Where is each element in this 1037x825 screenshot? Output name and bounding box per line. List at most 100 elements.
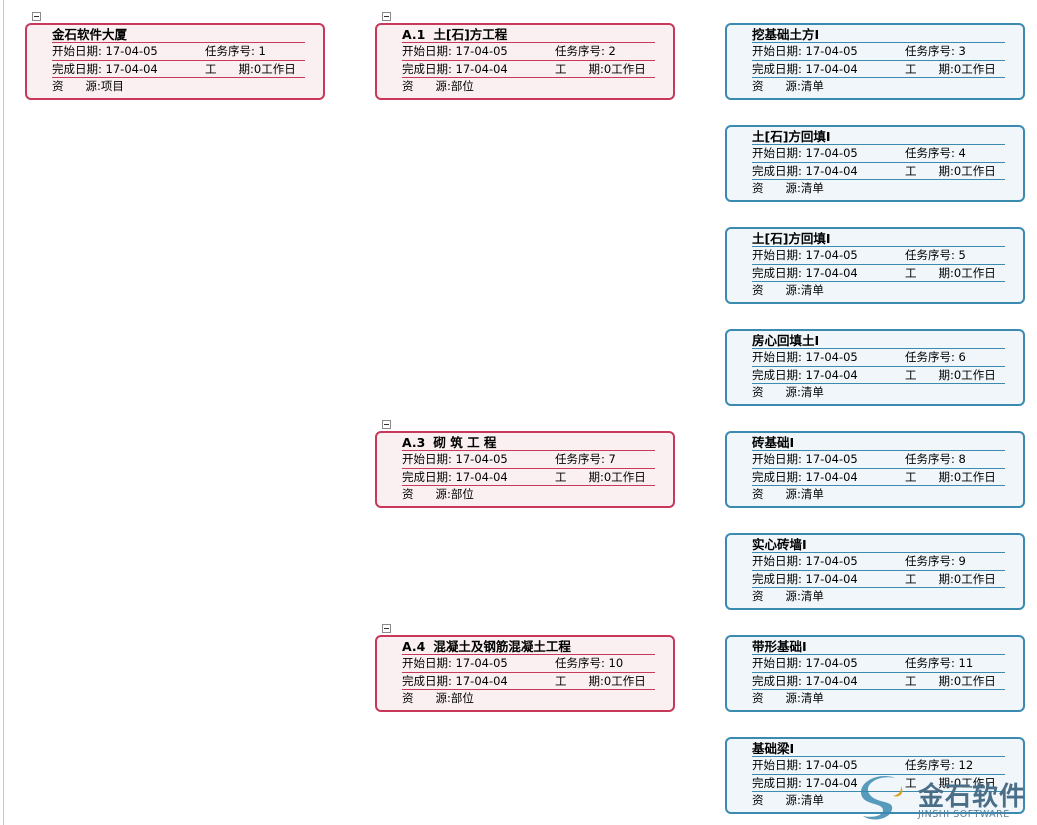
collapse-toggle-icon[interactable]: [382, 12, 391, 21]
node-title: 土[石]方回填I: [752, 230, 831, 247]
start-date: 开始日期: 17-04-05: [402, 656, 508, 670]
node-title: A.1 土[石]方工程: [402, 26, 507, 43]
node-title: A.3 砌 筑 工 程: [402, 434, 496, 451]
collapse-toggle-icon[interactable]: [32, 12, 41, 21]
node-row-resource: 资源:清单: [752, 588, 1005, 604]
node-title: 带形基础I: [752, 638, 807, 655]
task-node-summary[interactable]: 金石软件大厦开始日期: 17-04-05 任务序号: 1 完成日期: 17-04-0…: [25, 23, 325, 100]
task-number: 任务序号: 3: [905, 44, 966, 58]
task-node-summary[interactable]: A.4 混凝土及钢筋混凝土工程开始日期: 17-04-05 任务序号: 10 完成日期…: [375, 635, 675, 712]
node-row-finish: 完成日期: 17-04-04 工期:0工作日: [52, 60, 305, 78]
node-row-finish: 完成日期: 17-04-04 工期:0工作日: [752, 60, 1005, 78]
node-row-resource: 资源:清单: [752, 78, 1005, 94]
resource: 资源:清单: [752, 691, 824, 705]
node-name: 实心砖墙I: [752, 537, 807, 552]
node-code: A.3: [402, 435, 426, 450]
finish-date: 完成日期: 17-04-04: [52, 62, 158, 76]
task-node-summary[interactable]: A.3 砌 筑 工 程开始日期: 17-04-05 任务序号: 7 完成日期: 17-…: [375, 431, 675, 508]
finish-date: 完成日期: 17-04-04: [752, 470, 858, 484]
node-name: 砌 筑 工 程: [433, 435, 497, 450]
duration: 工期:0工作日: [905, 674, 996, 688]
task-number: 任务序号: 12: [905, 758, 974, 772]
resource: 资源:清单: [752, 79, 824, 93]
duration: 工期:0工作日: [205, 62, 296, 76]
duration: 工期:0工作日: [905, 776, 996, 790]
duration: 工期:0工作日: [555, 470, 646, 484]
company-logo: 金石软件 JINSHI SOFTWARE: [855, 770, 1035, 825]
collapse-toggle-icon[interactable]: [382, 624, 391, 633]
node-row-start: 开始日期: 17-04-05 任务序号: 7: [402, 450, 655, 467]
start-date: 开始日期: 17-04-05: [752, 146, 858, 160]
duration: 工期:0工作日: [905, 368, 996, 382]
start-date: 开始日期: 17-04-05: [402, 452, 508, 466]
node-row-resource: 资源:项目: [52, 78, 305, 94]
node-name: 土[石]方回填I: [752, 231, 831, 246]
finish-date: 完成日期: 17-04-04: [752, 776, 858, 790]
collapse-toggle-icon[interactable]: [382, 420, 391, 429]
node-title: 基础梁I: [752, 740, 794, 757]
node-row-finish: 完成日期: 17-04-04 工期:0工作日: [752, 774, 1005, 792]
start-date: 开始日期: 17-04-05: [752, 656, 858, 670]
resource: 资源:清单: [752, 181, 824, 195]
node-name: 土[石]方回填I: [752, 129, 831, 144]
node-name: 混凝土及钢筋混凝土工程: [433, 639, 571, 654]
node-row-resource: 资源:部位: [402, 690, 655, 706]
resource: 资源:清单: [752, 589, 824, 603]
task-number: 任务序号: 11: [905, 656, 974, 670]
node-row-resource: 资源:清单: [752, 180, 1005, 196]
finish-date: 完成日期: 17-04-04: [752, 62, 858, 76]
start-date: 开始日期: 17-04-05: [752, 248, 858, 262]
node-title: 挖基础土方I: [752, 26, 819, 43]
start-date: 开始日期: 17-04-05: [52, 44, 158, 58]
node-row-resource: 资源:清单: [752, 384, 1005, 400]
node-name: 砖基础I: [752, 435, 795, 450]
start-date: 开始日期: 17-04-05: [752, 554, 858, 568]
task-number: 任务序号: 1: [205, 44, 266, 58]
node-code: A.1: [402, 27, 426, 42]
node-row-start: 开始日期: 17-04-05 任务序号: 11: [752, 654, 1005, 671]
node-name: 带形基础I: [752, 639, 807, 654]
logo-chinese-text: 金石软件: [918, 782, 1027, 812]
left-border-line: [3, 0, 4, 825]
node-row-start: 开始日期: 17-04-05 任务序号: 9: [752, 552, 1005, 569]
resource: 资源:清单: [752, 385, 824, 399]
task-number: 任务序号: 9: [905, 554, 966, 568]
resource: 资源:部位: [402, 79, 474, 93]
node-name: 土[石]方工程: [433, 27, 508, 42]
node-name: 金石软件大厦: [52, 27, 128, 42]
duration: 工期:0工作日: [555, 674, 646, 688]
start-date: 开始日期: 17-04-05: [752, 44, 858, 58]
node-name: 房心回填土I: [752, 333, 820, 348]
finish-date: 完成日期: 17-04-04: [752, 164, 858, 178]
task-node-leaf[interactable]: 实心砖墙I 开始日期: 17-04-05 任务序号: 9 完成日期: 17-04-04…: [725, 533, 1025, 610]
finish-date: 完成日期: 17-04-04: [752, 572, 858, 586]
node-title: 实心砖墙I: [752, 536, 807, 553]
task-number: 任务序号: 10: [555, 656, 624, 670]
logo-swirl-icon: [861, 775, 903, 820]
task-number: 任务序号: 7: [555, 452, 616, 466]
start-date: 开始日期: 17-04-05: [752, 758, 858, 772]
node-row-resource: 资源:清单: [752, 690, 1005, 706]
node-code: A.4: [402, 639, 426, 654]
node-row-start: 开始日期: 17-04-05 任务序号: 10: [402, 654, 655, 671]
node-title: 砖基础I: [752, 434, 794, 451]
duration: 工期:0工作日: [905, 62, 996, 76]
